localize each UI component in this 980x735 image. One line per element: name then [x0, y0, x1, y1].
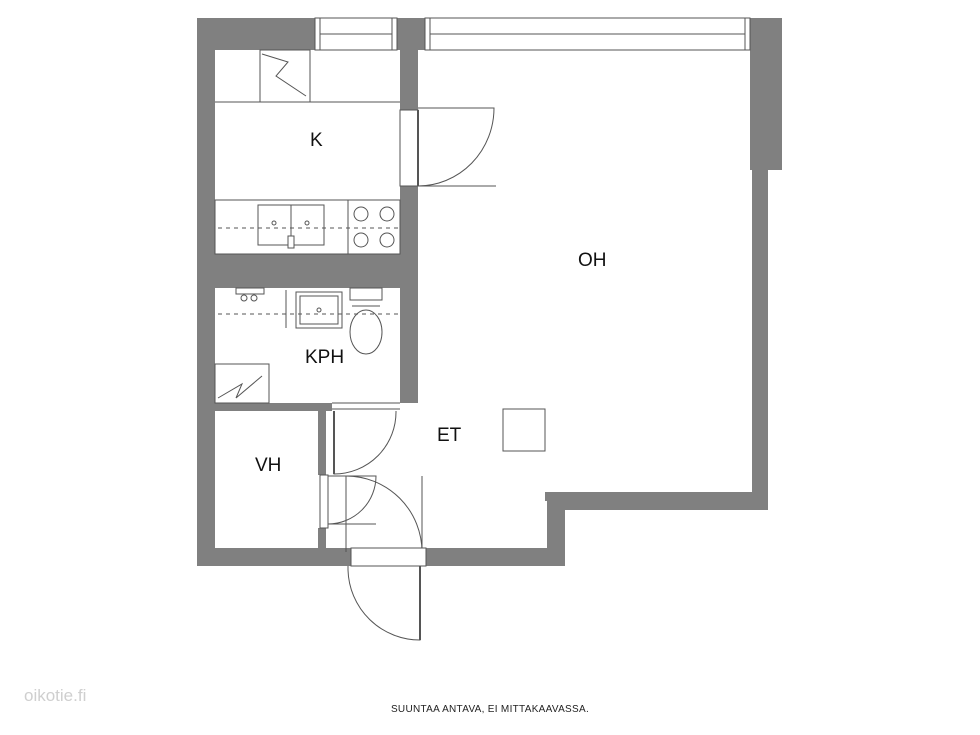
entry-door-frame: [350, 547, 427, 567]
wall-closet-right: [318, 403, 326, 475]
room-label-closet: VH: [255, 455, 282, 476]
toilet-tank: [349, 287, 383, 301]
toilet-bowl: [349, 309, 383, 355]
wall-bottom: [197, 548, 351, 566]
wall-bottom-right: [552, 492, 768, 510]
room-label-living: OH: [578, 250, 607, 271]
room-label-entry: ET: [437, 425, 462, 446]
windows: [314, 17, 751, 51]
bathroom-sink: [295, 291, 343, 329]
closet-door-swing: [327, 475, 377, 525]
wall-left: [197, 18, 215, 566]
wall-bottom-2: [426, 548, 565, 566]
entry-door-swing-outer: [347, 566, 421, 641]
wall-kitchen-bottom: [197, 254, 418, 288]
fixtures: [214, 49, 546, 641]
wall-bath-bottom: [197, 403, 332, 411]
entry-door-swing-inner: [345, 475, 423, 553]
wall-right-upper: [750, 18, 782, 170]
shower-fixture: [235, 287, 265, 295]
walls: [197, 18, 782, 566]
stove: [347, 199, 401, 255]
room-label-bathroom: KPH: [305, 347, 345, 368]
bathroom-door-swing: [333, 410, 397, 475]
disclaimer-caption: SUUNTAA ANTAVA, EI MITTAKAAVASSA.: [390, 704, 590, 715]
entry-cabinet: [502, 408, 546, 452]
wall-right: [752, 170, 768, 510]
room-label-kitchen: K: [310, 130, 323, 151]
kitchen-door-swing: [417, 107, 495, 187]
wall-notch-vertical: [547, 492, 565, 566]
wall-kitchen-right-lower: [400, 186, 418, 274]
watermark-logo: oikotie.fi: [24, 686, 87, 705]
wall-top-left: [197, 18, 315, 50]
bath-cabinet: [214, 363, 270, 404]
wall-bath-right: [400, 254, 418, 408]
wall-kitchen-right-upper: [400, 18, 418, 110]
